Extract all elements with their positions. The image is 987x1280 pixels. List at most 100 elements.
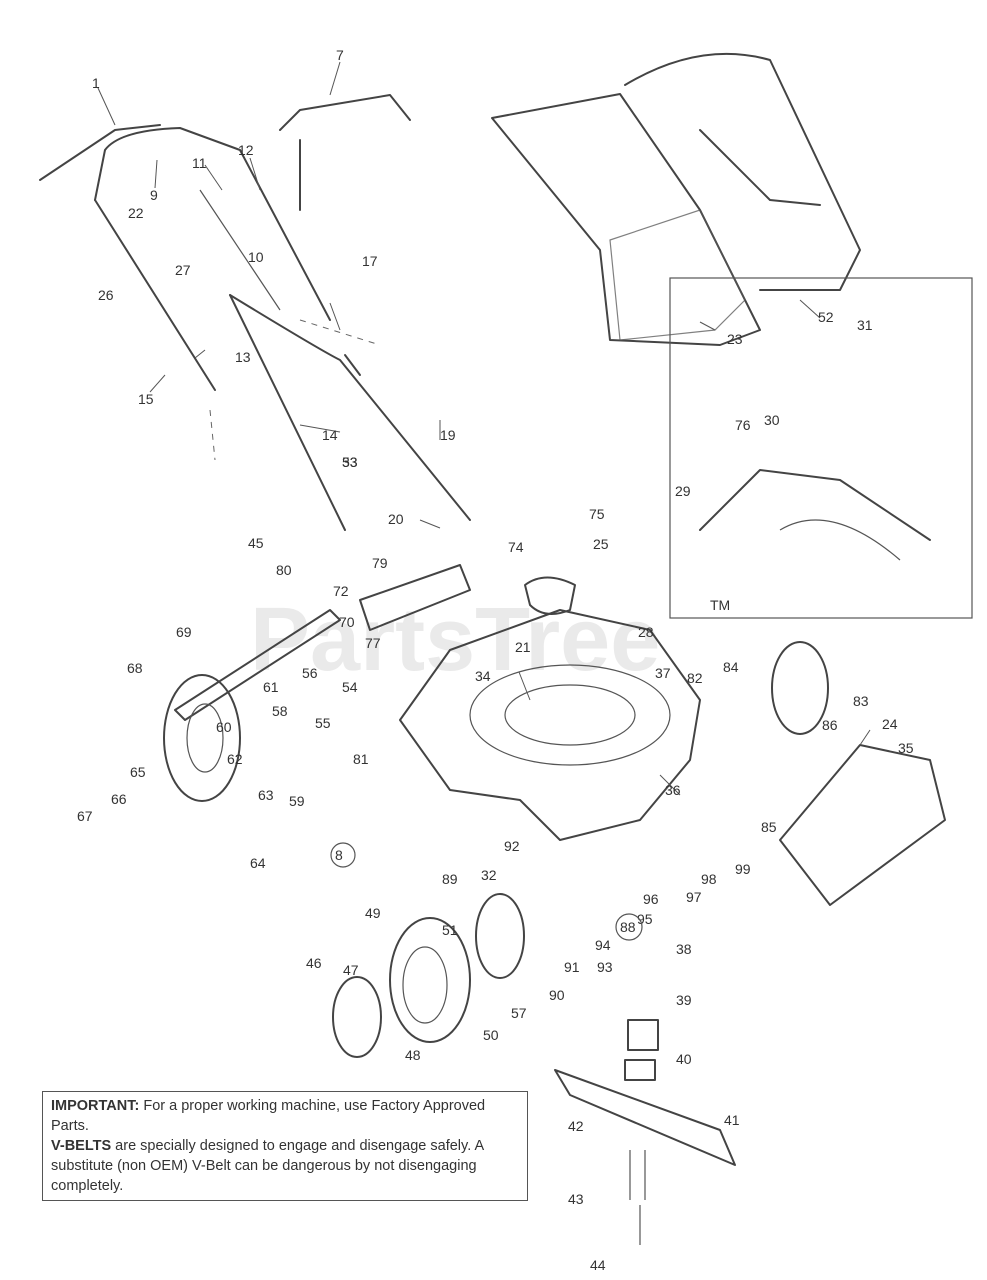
callout-50: 50 <box>483 1027 499 1043</box>
callout-85: 85 <box>761 819 777 835</box>
callout-29: 29 <box>675 483 691 499</box>
callout-45: 45 <box>248 535 264 551</box>
watermark: PartsTree <box>250 590 660 690</box>
callout-40: 40 <box>676 1051 692 1067</box>
vbelts-text: are specially designed to engage and dis… <box>51 1138 484 1194</box>
callout-11: 11 <box>192 155 207 171</box>
important-notice: IMPORTANT: For a proper working machine,… <box>42 1091 528 1201</box>
mower-deck <box>174 564 701 841</box>
callout-53: 53 <box>342 454 358 470</box>
callout-9: 9 <box>150 187 158 203</box>
callout-39: 39 <box>676 992 692 1008</box>
callout-80: 80 <box>276 562 292 578</box>
callout-79: 79 <box>372 555 388 571</box>
callout-24: 24 <box>882 716 898 732</box>
blade-assembly <box>554 1019 736 1245</box>
callout-17: 17 <box>362 253 378 269</box>
grass-bag <box>491 52 861 346</box>
callout-38: 38 <box>676 941 692 957</box>
callout-31: 31 <box>857 317 873 333</box>
callout-43: 43 <box>568 1191 584 1207</box>
callout-47: 47 <box>343 962 359 978</box>
callout-7: 7 <box>336 47 344 63</box>
callout-1: 1 <box>92 75 100 91</box>
callout-76: 76 <box>735 417 751 433</box>
callout-62: 62 <box>227 751 243 767</box>
leader-lines <box>97 61 871 796</box>
callout-23: 23 <box>727 331 743 347</box>
callout-60: 60 <box>216 719 232 735</box>
callout-48: 48 <box>405 1047 421 1063</box>
callout-97: 97 <box>686 889 702 905</box>
callout-92: 92 <box>504 838 520 854</box>
callout-82: 82 <box>687 670 703 686</box>
callout-26: 26 <box>98 287 114 303</box>
callout-64: 64 <box>250 855 266 871</box>
callout-66: 66 <box>111 791 127 807</box>
callout-22: 22 <box>128 205 144 221</box>
callout-81: 81 <box>353 751 369 767</box>
callout-93: 93 <box>597 959 613 975</box>
callouts: 1 7 8 9 10 11 12 13 14 15 17 19 20 21 22… <box>77 47 914 1273</box>
callout-13: 13 <box>235 349 251 365</box>
callout-33: 33 <box>342 454 358 470</box>
callout-96: 96 <box>643 891 659 907</box>
callout-51: 51 <box>442 922 458 938</box>
callout-55: 55 <box>315 715 331 731</box>
callout-67: 67 <box>77 808 93 824</box>
callout-99: 99 <box>735 861 751 877</box>
callout-84: 84 <box>723 659 739 675</box>
callout-69: 69 <box>176 624 192 640</box>
callout-34: 34 <box>475 668 491 684</box>
callout-41: 41 <box>724 1112 740 1128</box>
callout-8: 8 <box>335 847 343 863</box>
important-text: For a proper working machine, use Factor… <box>51 1098 486 1134</box>
callout-49: 49 <box>365 905 381 921</box>
callout-12: 12 <box>238 142 254 158</box>
callout-86: 86 <box>822 717 838 733</box>
callout-15: 15 <box>138 391 154 407</box>
callout-74: 74 <box>508 539 524 555</box>
callout-61: 61 <box>263 679 279 695</box>
callout-46: 46 <box>306 955 322 971</box>
callout-35: 35 <box>898 740 914 756</box>
callout-72: 72 <box>333 583 349 599</box>
vbelts-label: V-BELTS <box>51 1138 112 1154</box>
trademark-mark: TM <box>710 597 730 613</box>
callout-27: 27 <box>175 262 191 278</box>
callout-21: 21 <box>515 639 531 655</box>
callout-89: 89 <box>442 871 458 887</box>
callout-91: 91 <box>564 959 580 975</box>
callout-42: 42 <box>568 1118 584 1134</box>
callout-44: 44 <box>590 1257 606 1273</box>
callout-59: 59 <box>289 793 305 809</box>
front-trim <box>779 744 946 906</box>
callout-75: 75 <box>589 506 605 522</box>
callout-83: 83 <box>853 693 869 709</box>
callout-25: 25 <box>593 536 609 552</box>
lower-handle <box>209 294 471 531</box>
callout-98: 98 <box>701 871 717 887</box>
important-label: IMPORTANT: <box>51 1098 140 1114</box>
callout-10: 10 <box>248 249 264 265</box>
front-wheel-assembly <box>332 641 829 1058</box>
callout-28: 28 <box>638 624 654 640</box>
callout-32: 32 <box>481 867 497 883</box>
callout-90: 90 <box>549 987 565 1003</box>
callout-19: 19 <box>440 427 456 443</box>
callout-65: 65 <box>130 764 146 780</box>
callout-58: 58 <box>272 703 288 719</box>
callout-54: 54 <box>342 679 358 695</box>
callout-36: 36 <box>665 782 681 798</box>
callout-88: 88 <box>620 919 636 935</box>
rear-wheel-left <box>163 674 241 802</box>
callout-20: 20 <box>388 511 404 527</box>
callout-52: 52 <box>818 309 834 325</box>
callout-37: 37 <box>655 665 671 681</box>
callout-14: 14 <box>322 427 338 443</box>
upper-handle <box>39 94 411 391</box>
circle-8 <box>330 842 356 868</box>
circle-88 <box>615 913 643 941</box>
inset-frame <box>669 277 973 619</box>
callout-77: 77 <box>365 635 381 651</box>
